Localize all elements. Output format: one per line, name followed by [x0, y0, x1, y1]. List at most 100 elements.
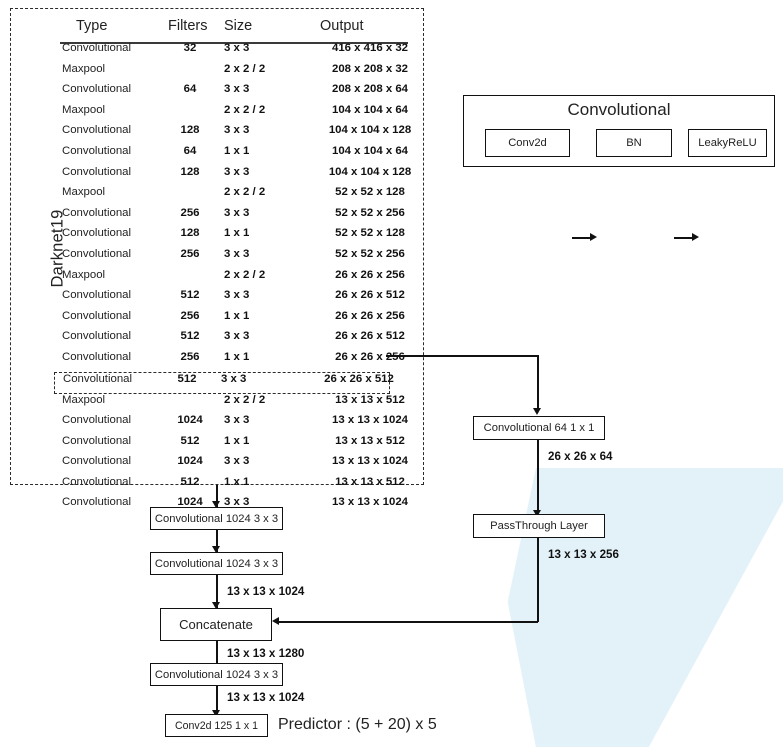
- cell-size: 3 x 3: [224, 414, 250, 427]
- final-conv2d-box[interactable]: Conv2d 125 1 x 1: [165, 714, 268, 737]
- cell-size: 1 x 1: [224, 434, 250, 447]
- cell-type: Maxpool: [62, 393, 106, 406]
- chain-arrow-0: [212, 501, 220, 508]
- cell-output: 26 x 26 x 512: [335, 330, 405, 343]
- cell-size: 1 x 1: [224, 309, 250, 322]
- concatenate-box[interactable]: Concatenate: [160, 608, 272, 641]
- cell-filters: 1024: [177, 455, 203, 468]
- chain-connector-1: [216, 530, 218, 552]
- table-header-row: Type Filters Size Output: [58, 16, 410, 42]
- chain-arrow-1: [212, 546, 220, 553]
- cell-size: 3 x 3: [224, 330, 250, 343]
- darknet19-container: Darknet19: [10, 8, 424, 485]
- chain-conv-b-box[interactable]: Convolutional 1024 3 x 3: [150, 552, 283, 575]
- cell-output: 26 x 26 x 512: [324, 372, 394, 385]
- convolutional-legend: Convolutional Conv2d BN LeakyReLU: [463, 95, 775, 241]
- chain-connector-4: [216, 686, 218, 716]
- cell-filters: 256: [180, 309, 200, 322]
- passthrough-layer-box[interactable]: PassThrough Layer: [473, 514, 605, 538]
- branch-conv-1x1-box[interactable]: Convolutional 64 1 x 1: [473, 416, 605, 440]
- column-header-type: Type: [76, 18, 108, 34]
- cell-size: 2 x 2 / 2: [224, 393, 266, 406]
- cell-output: 13 x 13 x 1024: [331, 414, 408, 427]
- skip-connection-horizontal: [386, 355, 539, 357]
- cell-type: Maxpool: [62, 268, 106, 281]
- cell-type: Convolutional: [62, 289, 132, 302]
- cell-output: 208 x 208 x 64: [331, 83, 408, 96]
- cell-filters: 128: [180, 165, 200, 178]
- cell-filters: 512: [177, 372, 197, 385]
- cell-type: Convolutional: [62, 165, 132, 178]
- legend-stage-conv2d: Conv2d: [485, 129, 570, 157]
- cell-filters: 64: [183, 83, 197, 96]
- cell-output: 26 x 26 x 256: [335, 268, 405, 281]
- cell-type: Convolutional: [62, 247, 132, 260]
- cell-size: 1 x 1: [224, 227, 250, 240]
- passthrough-connector-vertical: [537, 538, 539, 622]
- cell-type: Maxpool: [62, 62, 106, 75]
- cell-type: Convolutional: [62, 475, 132, 488]
- chain-arrow-2: [212, 602, 220, 609]
- cell-output: 208 x 208 x 32: [331, 62, 408, 75]
- cell-filters: 512: [180, 475, 200, 488]
- cell-output: 26 x 26 x 256: [335, 309, 405, 322]
- cell-output: 26 x 26 x 256: [335, 350, 405, 363]
- cell-filters: 1024: [177, 496, 203, 509]
- cell-type: Convolutional: [62, 496, 132, 509]
- table-row: Maxpool 2 x 2 / 2 208 x 208 x 32: [58, 63, 410, 84]
- cell-filters: 1024: [177, 414, 203, 427]
- cell-type: Convolutional: [62, 206, 132, 219]
- cell-size: 3 x 3: [224, 124, 250, 137]
- legend-stage-bn: BN: [596, 129, 672, 157]
- cell-type: Convolutional: [62, 434, 132, 447]
- header-rule: [60, 42, 408, 44]
- legend-title: Convolutional: [567, 100, 671, 119]
- cell-size: 3 x 3: [224, 83, 250, 96]
- table-row: Convolutional 512 3 x 3 26 x 26 x 512: [58, 330, 410, 351]
- cell-filters: 256: [180, 350, 200, 363]
- cell-output: 52 x 52 x 128: [335, 227, 405, 240]
- cell-filters: 512: [180, 330, 200, 343]
- chain-conv-a-box[interactable]: Convolutional 1024 3 x 3: [150, 507, 283, 530]
- passthrough-arrow: [272, 617, 279, 625]
- chain-connector-2: [216, 575, 218, 608]
- cell-type: Maxpool: [62, 186, 106, 199]
- cell-size: 3 x 3: [224, 289, 250, 302]
- cell-output: 52 x 52 x 256: [335, 247, 405, 260]
- cell-type: Convolutional: [63, 372, 133, 385]
- cell-type: Convolutional: [62, 124, 132, 137]
- cell-size: 2 x 2 / 2: [224, 62, 266, 75]
- chain-conv-c-box[interactable]: Convolutional 1024 3 x 3: [150, 663, 283, 686]
- legend-connector-2: [674, 237, 694, 239]
- cell-filters: 512: [180, 434, 200, 447]
- table-row: Maxpool 2 x 2 / 2 13 x 13 x 512: [58, 394, 410, 415]
- cell-output: 13 x 13 x 1024: [331, 496, 408, 509]
- cell-type: Convolutional: [62, 330, 132, 343]
- cell-type: Convolutional: [62, 227, 132, 240]
- cell-size: 3 x 3: [224, 165, 250, 178]
- cell-size: 1 x 1: [224, 475, 250, 488]
- cell-output: 13 x 13 x 512: [335, 393, 405, 406]
- cell-size: 3 x 3: [224, 247, 250, 260]
- cell-size: 3 x 3: [224, 42, 250, 54]
- cell-type: Maxpool: [62, 103, 106, 116]
- cell-size: 1 x 1: [224, 350, 250, 363]
- legend-stage-leakyrelu: LeakyReLU: [688, 129, 767, 157]
- cell-output: 104 x 104 x 64: [331, 144, 408, 157]
